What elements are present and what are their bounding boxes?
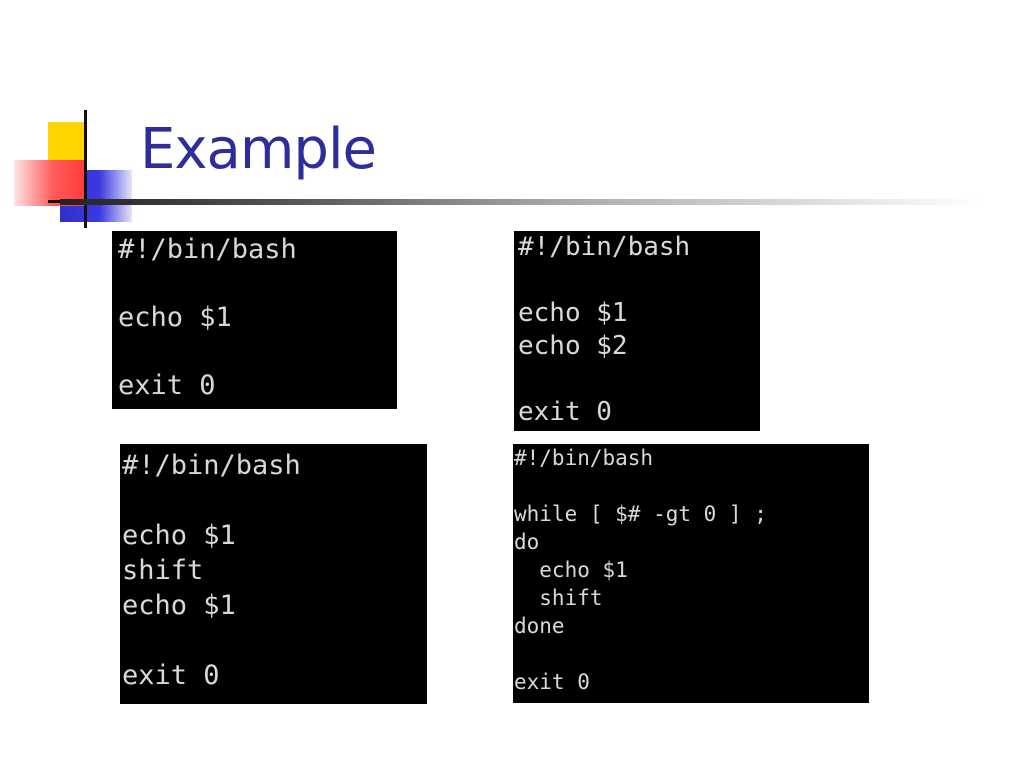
code-line: echo $1 bbox=[518, 298, 628, 328]
terminal-snippet-1: #!/bin/bash echo $1 exit 0 bbox=[112, 231, 397, 409]
code-line: #!/bin/bash bbox=[518, 232, 691, 262]
code-line bbox=[120, 483, 427, 518]
code-line bbox=[514, 363, 760, 396]
code-line: #!/bin/bash bbox=[514, 446, 654, 470]
code-line bbox=[513, 640, 869, 668]
code-line: exit 0 bbox=[118, 370, 216, 401]
slide-title: Example bbox=[140, 117, 377, 182]
code-line bbox=[112, 335, 397, 369]
code-line: while [ $# -gt 0 ] ; bbox=[514, 502, 767, 526]
code-line: echo $1 bbox=[122, 520, 236, 551]
code-line: echo $1 bbox=[122, 590, 236, 621]
code-line: do bbox=[514, 530, 540, 554]
slide-logo-icon bbox=[0, 0, 140, 240]
code-line: echo $2 bbox=[518, 331, 628, 361]
code-line: #!/bin/bash bbox=[118, 234, 297, 265]
terminal-snippet-3: #!/bin/bash echo $1 shift echo $1 exit 0 bbox=[120, 444, 427, 704]
logo-yellow-square bbox=[48, 122, 86, 162]
logo-red-square bbox=[14, 160, 86, 206]
code-line bbox=[514, 264, 760, 297]
code-line: #!/bin/bash bbox=[122, 450, 301, 481]
code-line bbox=[120, 623, 427, 658]
terminal-snippet-2: #!/bin/bash echo $1 echo $2 exit 0 bbox=[514, 231, 760, 431]
code-line bbox=[513, 472, 869, 500]
code-line: exit 0 bbox=[514, 670, 590, 694]
title-divider bbox=[60, 199, 980, 205]
code-line: echo $1 bbox=[118, 302, 232, 333]
code-line: exit 0 bbox=[122, 660, 220, 691]
code-line: done bbox=[514, 614, 565, 638]
code-line bbox=[112, 267, 397, 301]
logo-vertical-line bbox=[84, 110, 87, 228]
code-line: echo $1 bbox=[514, 558, 628, 582]
code-line: shift bbox=[122, 555, 204, 586]
code-line: exit 0 bbox=[518, 397, 612, 427]
code-line: shift bbox=[514, 586, 603, 610]
terminal-snippet-4: #!/bin/bash while [ $# -gt 0 ] ; do echo… bbox=[513, 444, 869, 703]
